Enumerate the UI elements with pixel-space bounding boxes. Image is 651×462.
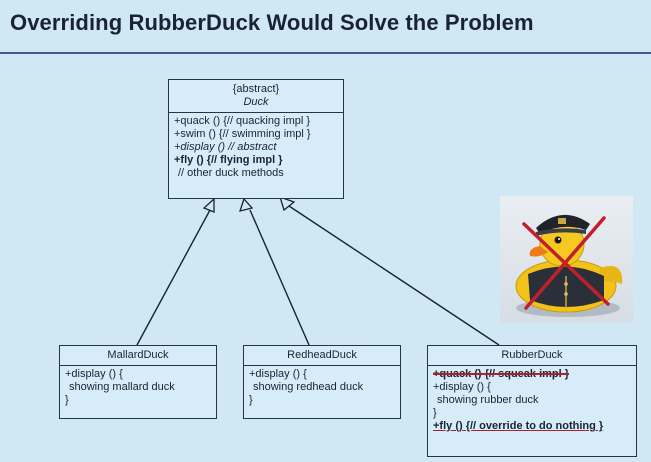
duck-stereotype: {abstract} bbox=[171, 83, 341, 96]
redhead-method-body: showing redhead duck bbox=[249, 381, 395, 394]
rubber-method-display: +display () { bbox=[433, 381, 631, 394]
duck-method-fly: +fly () {// flying impl } bbox=[174, 154, 338, 167]
duck-method-swim: +swim () {// swimming impl } bbox=[174, 128, 338, 141]
redhead-class-name: RedheadDuck bbox=[244, 346, 400, 366]
mallard-methods: +display () { showing mallard duck } bbox=[60, 366, 216, 409]
duck-class-header: {abstract} Duck bbox=[169, 80, 343, 113]
mallard-class-name: MallardDuck bbox=[60, 346, 216, 366]
mallard-method-body: showing mallard duck bbox=[65, 381, 211, 394]
duck-other-methods: // other duck methods bbox=[174, 167, 338, 180]
edge-rubber-to-duck bbox=[289, 206, 499, 345]
mallard-method-display: +display () { bbox=[65, 368, 211, 381]
rubber-method-fly: +fly () {// override to do nothing } bbox=[433, 420, 631, 433]
arrowhead-redhead bbox=[240, 199, 252, 211]
rubber-method-body: showing rubber duck bbox=[433, 394, 631, 407]
duck-method-display: +display () // abstract bbox=[174, 141, 338, 154]
mallard-method-close: } bbox=[65, 394, 211, 407]
mallard-class-box: MallardDuck +display () { showing mallar… bbox=[59, 345, 217, 419]
arrowhead-mallard bbox=[204, 199, 214, 212]
edge-mallard-to-duck bbox=[137, 210, 210, 345]
redhead-method-close: } bbox=[249, 394, 395, 407]
rubber-class-name: RubberDuck bbox=[428, 346, 636, 366]
rubber-duck-photo bbox=[500, 196, 633, 323]
duck-methods: +quack () {// quacking impl } +swim () {… bbox=[169, 113, 343, 182]
duck-class-box: {abstract} Duck +quack () {// quacking i… bbox=[168, 79, 344, 199]
redhead-class-box: RedheadDuck +display () { showing redhea… bbox=[243, 345, 401, 419]
rubber-duck-crossed-icon bbox=[500, 196, 633, 323]
duck-class-name: Duck bbox=[171, 96, 341, 109]
redhead-method-display: +display () { bbox=[249, 368, 395, 381]
rubber-class-box: RubberDuck +quack () {// squeak impl } +… bbox=[427, 345, 637, 457]
rubber-method-close: } bbox=[433, 407, 631, 420]
edge-redhead-to-duck bbox=[250, 210, 309, 345]
rubber-method-quack: +quack () {// squeak impl } bbox=[433, 368, 631, 381]
rubber-methods: +quack () {// squeak impl } +display () … bbox=[428, 366, 636, 435]
duck-method-quack: +quack () {// quacking impl } bbox=[174, 115, 338, 128]
redhead-methods: +display () { showing redhead duck } bbox=[244, 366, 400, 409]
